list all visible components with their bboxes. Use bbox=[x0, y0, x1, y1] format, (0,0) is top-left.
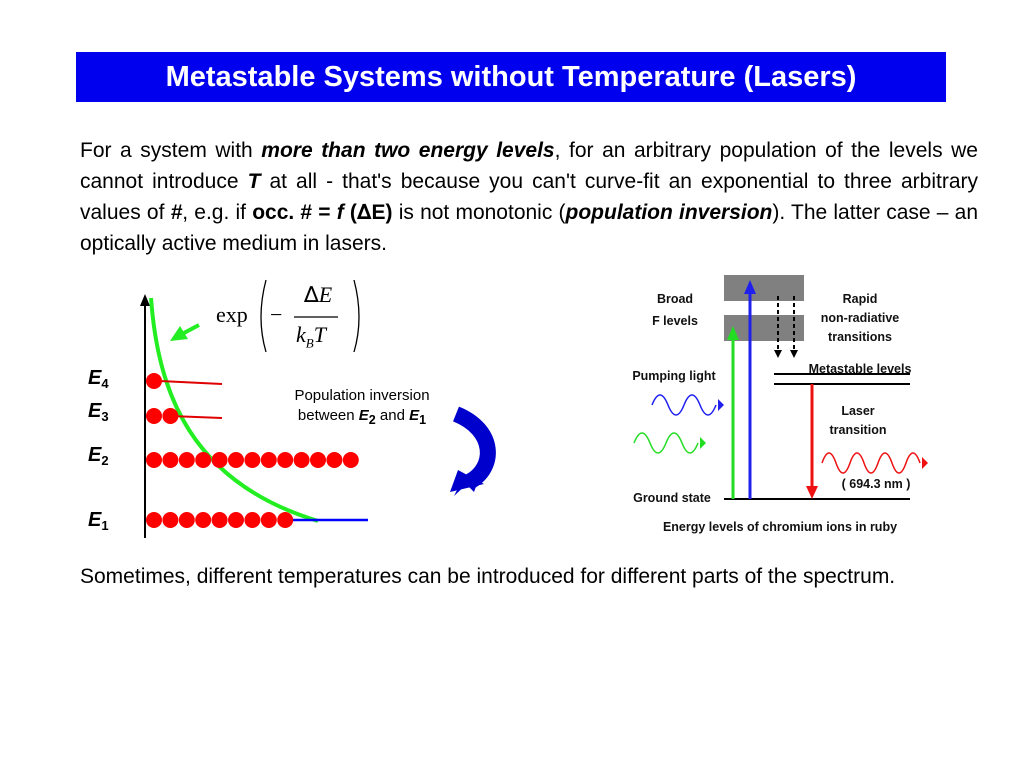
label-e2: E2 bbox=[88, 444, 109, 468]
label-e3: E3 bbox=[88, 400, 109, 424]
ruby-caption: Energy levels of chromium ions in ruby bbox=[662, 520, 898, 534]
population-dot bbox=[244, 512, 261, 528]
inversion-label: Population inversion between E2 and E1 bbox=[294, 387, 430, 427]
curve-pointer-arrow bbox=[170, 323, 200, 341]
boltzmann-curve bbox=[149, 297, 319, 523]
axis-arrowhead bbox=[140, 294, 150, 306]
ground-state-label: Ground state bbox=[633, 491, 711, 505]
population-dot bbox=[146, 512, 162, 528]
population-dot bbox=[228, 512, 244, 528]
broad-band-upper bbox=[724, 275, 804, 301]
population-dot bbox=[211, 452, 228, 468]
e3-line bbox=[169, 415, 223, 419]
ruby-energy-diagram bbox=[633, 275, 928, 500]
dots-e1 bbox=[146, 512, 294, 528]
population-dot bbox=[293, 452, 310, 468]
broad-f-levels-label: Broad F levels bbox=[652, 292, 698, 328]
population-dot bbox=[342, 452, 359, 468]
population-dot bbox=[260, 512, 277, 528]
population-dot bbox=[310, 452, 326, 468]
label-e4: E4 bbox=[88, 367, 109, 391]
wavelength-label: ( 694.3 nm ) bbox=[841, 477, 911, 491]
population-dot bbox=[146, 452, 162, 468]
e4-line bbox=[159, 380, 223, 385]
pumping-light-label: Pumping light bbox=[632, 369, 716, 383]
population-dot bbox=[195, 452, 212, 468]
metastable-label: Metastable levels bbox=[808, 362, 912, 376]
blue-wave bbox=[651, 394, 717, 416]
population-dot bbox=[146, 373, 162, 389]
formula-brackets bbox=[260, 279, 360, 353]
laser-transition-label: Laser transition bbox=[829, 404, 887, 437]
closing-paragraph: Sometimes, different temperatures can be… bbox=[80, 565, 896, 588]
red-wave bbox=[821, 452, 921, 474]
slide-title: Metastable Systems without Temperature (… bbox=[76, 52, 946, 102]
population-dot bbox=[162, 408, 179, 424]
intro-paragraph: For a system with more than two energy l… bbox=[80, 139, 979, 255]
population-dot bbox=[178, 452, 195, 468]
rapid-transitions-label: Rapid non-radiative transitions bbox=[820, 292, 900, 344]
population-dot bbox=[162, 452, 179, 468]
population-dot bbox=[260, 452, 277, 468]
population-dot bbox=[228, 452, 244, 468]
population-dot bbox=[178, 512, 195, 528]
label-e1: E1 bbox=[88, 509, 109, 533]
green-wave bbox=[633, 432, 699, 454]
dots-e4 bbox=[146, 373, 162, 389]
population-dot bbox=[277, 512, 294, 528]
population-dot bbox=[244, 452, 261, 468]
population-diagram bbox=[140, 279, 496, 538]
population-dot bbox=[146, 408, 162, 424]
dots-e2 bbox=[146, 452, 359, 468]
population-dot bbox=[326, 452, 343, 468]
dots-e3 bbox=[146, 408, 179, 424]
population-dot bbox=[195, 512, 212, 528]
population-dot bbox=[277, 452, 294, 468]
population-dot bbox=[162, 512, 179, 528]
inversion-arrow bbox=[450, 406, 496, 496]
population-dot bbox=[211, 512, 228, 528]
